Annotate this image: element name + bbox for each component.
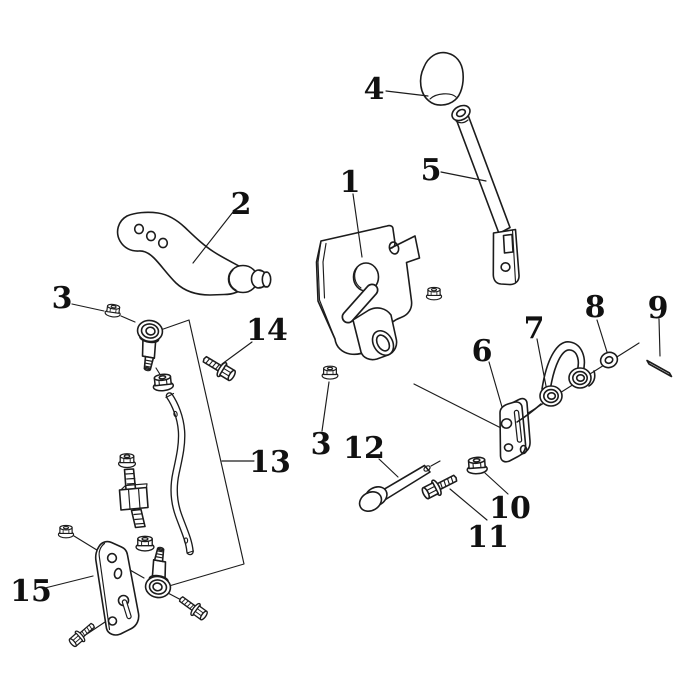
- callout-4: 4: [364, 72, 385, 107]
- part-6-pivot-block: [499, 397, 531, 463]
- upper-jam-nut: [151, 372, 175, 393]
- callout-5: 5: [421, 153, 442, 188]
- part-4-knob: [419, 51, 464, 106]
- callout-9: 9: [648, 291, 669, 326]
- part-2-control-arm: [116, 211, 272, 296]
- callout-11: 11: [467, 520, 509, 555]
- part-1-mounting-bracket: [315, 224, 421, 361]
- callout-13: 13: [249, 445, 291, 480]
- callout-3-center: 3: [311, 427, 332, 462]
- callout-1: 1: [340, 165, 361, 200]
- part-15-plate-assembly: [57, 524, 211, 650]
- leader-lines: [44, 90, 661, 589]
- adjuster-lock-nut: [117, 453, 137, 469]
- part-3-nut-left: [104, 302, 122, 319]
- callout-labels: 1 2 3 3 4 5 6 7 8 9 10 11 12 13 14 15: [10, 72, 668, 609]
- part-12-pivot-bolt: [358, 464, 431, 512]
- part-13-linkage-assembly: [117, 317, 195, 601]
- part-9-pin: [646, 359, 673, 378]
- callout-15: 15: [10, 574, 52, 609]
- callout-12: 12: [343, 431, 385, 466]
- part-3-nut-center: [321, 365, 339, 380]
- callout-13-group-line: [151, 319, 255, 587]
- hex-adjuster: [118, 468, 149, 529]
- callout-3-left: 3: [52, 281, 73, 316]
- lower-jam-nut: [135, 535, 155, 552]
- part-7-torsion-spring: [516, 341, 596, 423]
- callout-6: 6: [472, 334, 493, 369]
- part-8-washer: [599, 351, 619, 369]
- plate-nut: [57, 524, 75, 539]
- callout-8: 8: [585, 290, 606, 325]
- small-nut-bracket-side: [425, 286, 443, 301]
- part-10-nut: [465, 455, 489, 476]
- callout-2: 2: [231, 187, 252, 222]
- callout-14: 14: [246, 313, 288, 348]
- callout-7: 7: [524, 311, 545, 346]
- part-5-lever-rod: [451, 104, 520, 286]
- callout-10: 10: [489, 491, 531, 526]
